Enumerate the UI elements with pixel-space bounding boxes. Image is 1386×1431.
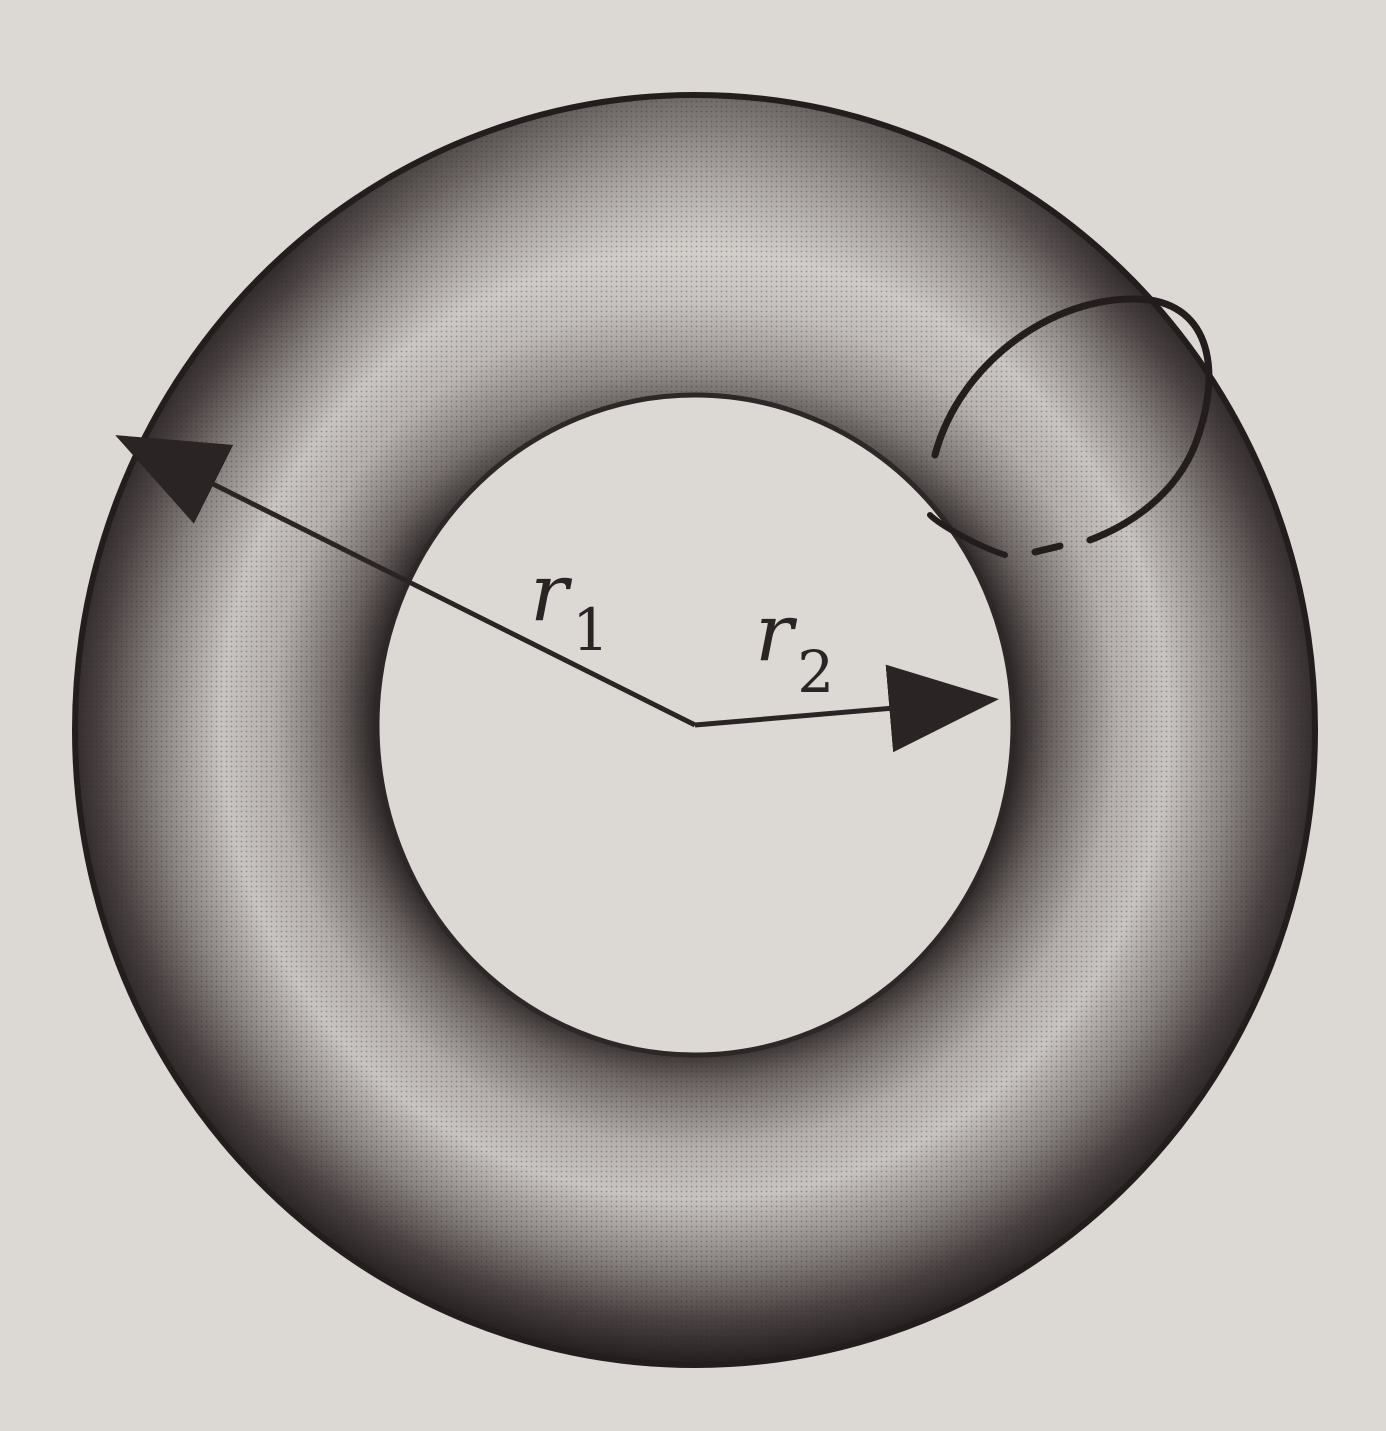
- torus-inner-edge: [374, 392, 1016, 1058]
- torus-outer-edge: [72, 92, 1318, 1368]
- r2-label: r2: [755, 586, 834, 706]
- r1-label: r1: [530, 546, 609, 664]
- cross-section-loop: [927, 295, 1213, 558]
- r1-arrow: [115, 435, 697, 728]
- r2-arrow: [694, 664, 999, 753]
